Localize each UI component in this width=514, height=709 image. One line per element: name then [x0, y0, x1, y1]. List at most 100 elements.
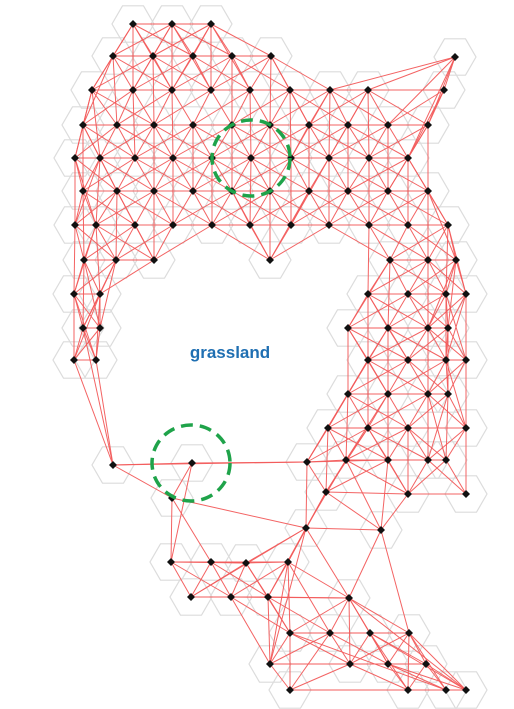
edge [348, 529, 382, 599]
mesh-node [384, 660, 392, 668]
edge [82, 157, 136, 192]
edge [447, 327, 467, 361]
mesh-node [79, 187, 87, 195]
edge [132, 55, 194, 91]
mesh-node [129, 20, 137, 28]
edge [91, 55, 154, 91]
mesh-node [267, 52, 275, 60]
edge [73, 327, 84, 361]
edge [99, 157, 155, 192]
edge [427, 459, 467, 495]
edge [387, 663, 467, 691]
edge [116, 157, 136, 192]
mesh-node [168, 20, 176, 28]
edge [427, 293, 467, 329]
edge [407, 459, 447, 495]
mesh-node [149, 52, 157, 60]
edge [328, 224, 391, 261]
edge [368, 124, 429, 159]
edge [250, 124, 271, 159]
edge [153, 89, 212, 126]
edge [325, 491, 382, 531]
hex-cell [70, 71, 114, 109]
edge [389, 224, 449, 261]
mesh-node [167, 558, 175, 566]
edge [345, 393, 349, 461]
mesh-node [80, 256, 88, 264]
node-layer [70, 20, 470, 694]
edge [387, 293, 409, 329]
mesh-node [344, 121, 352, 129]
edge [91, 55, 114, 91]
edge [289, 632, 331, 691]
mesh-node [242, 559, 250, 567]
edge [407, 393, 449, 429]
grassland-label: grassland [190, 343, 270, 362]
mesh-node [71, 221, 79, 229]
edge [368, 224, 391, 261]
mesh-node [246, 86, 254, 94]
edge [211, 124, 233, 159]
edge [82, 327, 97, 361]
edge [348, 597, 410, 634]
edge [287, 561, 350, 599]
edge [407, 259, 429, 295]
edge [172, 157, 233, 192]
mesh-node [92, 221, 100, 229]
mesh-node [113, 121, 121, 129]
edge [249, 55, 272, 91]
highlight-circle-bottom [150, 423, 232, 503]
edge [289, 663, 351, 691]
edge [387, 359, 447, 395]
edge [171, 497, 307, 529]
mesh-node [207, 20, 215, 28]
mesh-node [462, 424, 470, 432]
edge [329, 597, 350, 634]
mesh-node [424, 324, 432, 332]
edge [191, 461, 308, 464]
mesh-node [440, 86, 448, 94]
edge [290, 124, 310, 159]
mesh-node [344, 390, 352, 398]
edge [249, 190, 271, 226]
mesh-node [442, 456, 450, 464]
edge [269, 632, 331, 665]
edge [74, 157, 101, 226]
edge [249, 190, 310, 226]
edge [112, 464, 173, 499]
edge [407, 393, 429, 429]
mesh-node [384, 390, 392, 398]
edge [328, 124, 389, 159]
edge [387, 359, 409, 395]
mesh-node [404, 356, 412, 364]
edge [329, 632, 389, 665]
edge [306, 461, 327, 493]
edge [329, 632, 351, 665]
mesh-node [344, 324, 352, 332]
edge [325, 491, 409, 495]
mesh-node [384, 324, 392, 332]
edge [172, 124, 194, 159]
edge [328, 190, 389, 226]
edge [445, 259, 457, 295]
edge [74, 124, 118, 159]
edge [82, 190, 136, 226]
edge [290, 190, 349, 226]
edge [153, 190, 213, 226]
edge-layer [73, 23, 467, 691]
edge [327, 427, 347, 461]
edge [192, 157, 252, 192]
edge [387, 56, 456, 126]
edge [153, 224, 174, 261]
mesh-node [342, 456, 350, 464]
edge [348, 597, 467, 691]
edge [245, 561, 289, 564]
mesh-node [169, 154, 177, 162]
edge [367, 224, 370, 295]
edge [427, 293, 447, 329]
edge [328, 157, 389, 192]
edge [347, 359, 409, 395]
edge [83, 259, 101, 295]
edge [152, 23, 212, 57]
mesh-node [286, 629, 294, 637]
